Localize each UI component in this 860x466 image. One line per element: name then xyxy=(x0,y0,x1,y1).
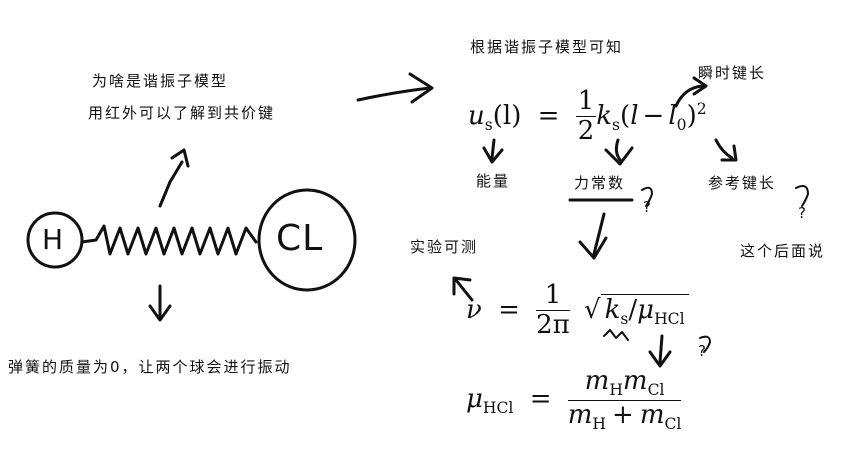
h-atom-label: H xyxy=(42,223,64,256)
question-line-2: 用红外可以了解到共价键 xyxy=(88,104,276,122)
spring-note: 弹簧的质量为0，让两个球会进行振动 xyxy=(8,358,292,376)
arrow-experiment-head xyxy=(452,276,472,296)
h-atom-circle xyxy=(26,211,84,269)
arrow-spring-to-note-head xyxy=(148,304,172,322)
arrow-reference-length xyxy=(714,138,734,160)
arrow-instant-length xyxy=(674,84,704,108)
sqrt-sign: √ xyxy=(584,294,601,325)
arrow-energy xyxy=(490,138,496,160)
arrow-to-model-head xyxy=(408,72,434,104)
question-hook-1 xyxy=(641,186,653,207)
arrow-force-constant xyxy=(614,138,622,162)
reduced-mass-formula: μHCl = mHmCl mH+mCl xyxy=(466,366,682,433)
force-constant-label: 力常数 xyxy=(574,174,626,192)
question-line-1: 为啥是谐振子模型 xyxy=(92,72,229,90)
arrow-reference-length-head xyxy=(720,144,738,162)
arrow-force-to-frequency-head xyxy=(578,236,608,260)
question-mark-2: ? xyxy=(798,204,806,222)
potential-energy-formula: us(l) = 1 2 ks(l−l0)2 xyxy=(468,86,707,147)
arrow-mu-to-reduced xyxy=(658,334,664,364)
instant-length-label: 瞬时键长 xyxy=(698,64,767,82)
arrow-mu-to-reduced-head xyxy=(648,350,672,368)
energy-label: 能量 xyxy=(476,172,511,190)
arrow-instant-length-head xyxy=(692,76,708,96)
cl-atom-circle xyxy=(257,188,357,292)
arrow-energy-head xyxy=(482,146,504,164)
frequency-fraction: 1 2π xyxy=(536,280,570,341)
arrow-to-model xyxy=(356,86,432,102)
experiment-label: 实验可测 xyxy=(410,238,479,256)
cl-atom-label: CL xyxy=(276,218,324,259)
arrow-force-constant-head xyxy=(604,146,634,166)
squiggle-under-ks xyxy=(603,329,629,341)
arrow-spring-to-question xyxy=(158,160,184,208)
sqrt-body: ks/μHCl xyxy=(600,293,689,328)
question-hook-3 xyxy=(699,335,711,353)
spring-zigzag xyxy=(80,224,258,256)
question-mark-3: ? xyxy=(698,342,706,360)
question-hook-2 xyxy=(795,185,809,207)
arrow-experiment xyxy=(454,278,474,302)
arrow-spring-to-question-head xyxy=(170,148,190,168)
reduced-mass-fraction: mHmCl mH+mCl xyxy=(567,366,682,433)
reference-length-label: 参考键长 xyxy=(708,174,777,192)
arrow-force-to-frequency xyxy=(592,212,606,256)
explain-later-label: 这个后面说 xyxy=(740,242,826,260)
model-heading: 根据谐振子模型可知 xyxy=(470,38,624,56)
potential-fraction: 1 2 xyxy=(575,86,597,147)
question-mark-1: ? xyxy=(643,198,651,216)
frequency-formula: ν = 1 2π √ks/μHCl xyxy=(466,280,689,341)
